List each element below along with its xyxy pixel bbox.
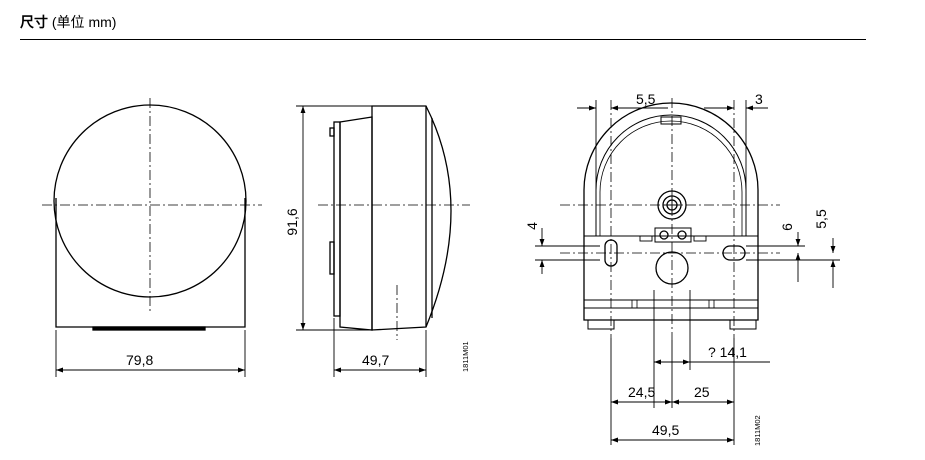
front-base-foot xyxy=(92,326,206,331)
side-drawing-code: 1811M01 xyxy=(461,341,470,372)
base-terminal-block xyxy=(639,227,707,243)
side-plate-tab-mid xyxy=(329,241,335,275)
heading-title: 尺寸 xyxy=(20,14,48,30)
base-dim-24-5: 24,5 xyxy=(628,384,655,400)
base-dim-3-top: 3 xyxy=(755,91,763,107)
side-housing xyxy=(371,105,452,331)
base-dim-offset: ? 14,1 xyxy=(708,344,747,360)
base-view xyxy=(535,98,840,445)
base-dim-4-left: 4 xyxy=(524,222,540,230)
base-bottom-dimensions xyxy=(610,290,770,445)
base-dim-5-5-top: 5,5 xyxy=(636,91,656,107)
base-inner-wall xyxy=(595,114,747,236)
side-center-lines xyxy=(318,204,470,340)
front-width-label: 79,8 xyxy=(126,352,153,368)
heading-rule xyxy=(20,39,866,40)
side-mounting-plate xyxy=(333,121,341,317)
base-dim-25: 25 xyxy=(694,384,710,400)
side-base-body xyxy=(339,116,373,331)
base-inner-rib xyxy=(599,120,743,236)
front-housing-outline xyxy=(55,198,246,328)
side-height-label: 91,6 xyxy=(284,208,300,235)
base-drawing-code: 1811M02 xyxy=(753,415,762,446)
base-foot-right xyxy=(729,319,757,330)
base-dim-6-right: 6 xyxy=(779,223,795,231)
heading-unit: (单位 mm) xyxy=(51,14,117,30)
side-depth-label: 49,7 xyxy=(362,352,389,368)
base-left-dimension xyxy=(535,228,600,274)
side-plate-tab-top xyxy=(329,127,335,137)
base-dim-5-5-right: 5,5 xyxy=(813,209,829,229)
base-right-dimensions xyxy=(746,232,840,288)
front-width-dimension xyxy=(55,330,246,377)
side-depth-dimension xyxy=(333,318,427,377)
section-heading: 尺寸 (单位 mm) xyxy=(20,12,116,32)
front-view xyxy=(42,98,262,377)
base-top-clip xyxy=(660,116,682,125)
base-dim-49-5: 49,5 xyxy=(652,422,679,438)
base-center-lines xyxy=(560,98,780,340)
front-center-lines xyxy=(42,98,262,312)
base-foot-left xyxy=(587,319,615,330)
side-view xyxy=(296,105,470,377)
base-top-dimensions xyxy=(577,100,768,190)
base-outer-outline xyxy=(583,102,759,321)
